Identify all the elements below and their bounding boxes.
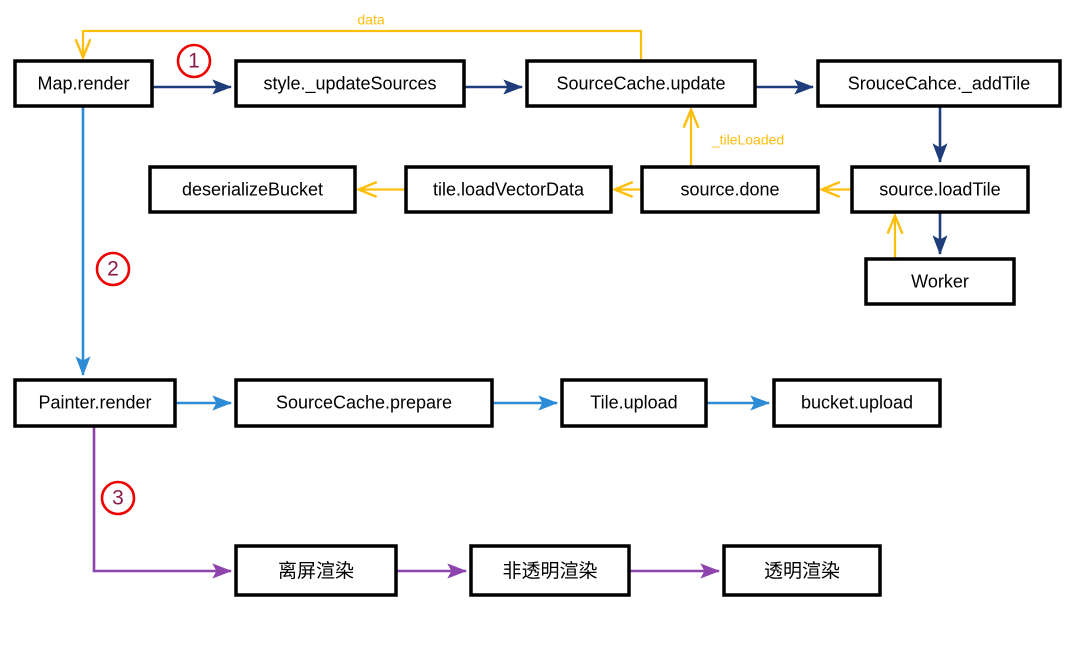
step-marker-3: 3 [100, 480, 136, 516]
node-label: SourceCache.update [556, 73, 725, 93]
node-label: Tile.upload [590, 392, 677, 412]
node-label: style._updateSources [263, 73, 436, 94]
node-bucket-upload[interactable]: bucket.upload [772, 378, 942, 428]
edge-label-tileloaded: _tileLoaded [711, 132, 784, 148]
node-sourcecache-addtile[interactable]: SrouceCahce._addTile [816, 59, 1062, 108]
node-label: Worker [911, 271, 969, 291]
step-marker-label: 2 [107, 258, 119, 281]
step-marker-2: 2 [95, 251, 131, 287]
node-label: Map.render [37, 73, 129, 93]
node-label: Painter.render [38, 392, 151, 412]
node-offscreen-render[interactable]: 离屏渲染 [234, 544, 398, 597]
node-label: source.done [680, 179, 779, 199]
node-painter-render[interactable]: Painter.render [13, 378, 177, 428]
edge-label-data: data [357, 12, 384, 28]
node-sourcecache-update[interactable]: SourceCache.update [525, 59, 757, 108]
node-deserializebucket[interactable]: deserializeBucket [148, 165, 357, 214]
node-style-updatesources[interactable]: style._updateSources [234, 59, 466, 108]
node-label: SrouceCahce._addTile [848, 73, 1030, 94]
node-tile-upload[interactable]: Tile.upload [560, 378, 708, 428]
edge-painter-to-offscreen [92, 426, 233, 579]
step-marker-label: 1 [188, 50, 200, 73]
node-label: 非透明渲染 [502, 560, 597, 582]
node-label: deserializeBucket [182, 179, 323, 199]
node-opaque-render[interactable]: 非透明渲染 [469, 544, 631, 597]
node-transparent-render[interactable]: 透明渲染 [722, 544, 882, 597]
node-label: 透明渲染 [764, 560, 840, 582]
node-label: SourceCache.prepare [276, 392, 452, 412]
step-marker-label: 3 [112, 487, 124, 510]
node-label: 离屏渲染 [278, 560, 354, 582]
step-marker-1: 1 [176, 43, 212, 79]
node-sourcecache-prepare[interactable]: SourceCache.prepare [234, 378, 494, 428]
node-source-done[interactable]: source.done [640, 165, 820, 214]
node-worker[interactable]: Worker [864, 257, 1016, 306]
node-label: tile.loadVectorData [433, 179, 585, 199]
node-source-loadtile[interactable]: source.loadTile [850, 165, 1030, 214]
edge-scupdate-to-maprender [83, 29, 643, 61]
node-tile-loadvectordata[interactable]: tile.loadVectorData [404, 165, 613, 214]
node-label: source.loadTile [879, 179, 1000, 199]
node-map-render[interactable]: Map.render [13, 59, 154, 108]
node-label: bucket.upload [801, 392, 913, 412]
